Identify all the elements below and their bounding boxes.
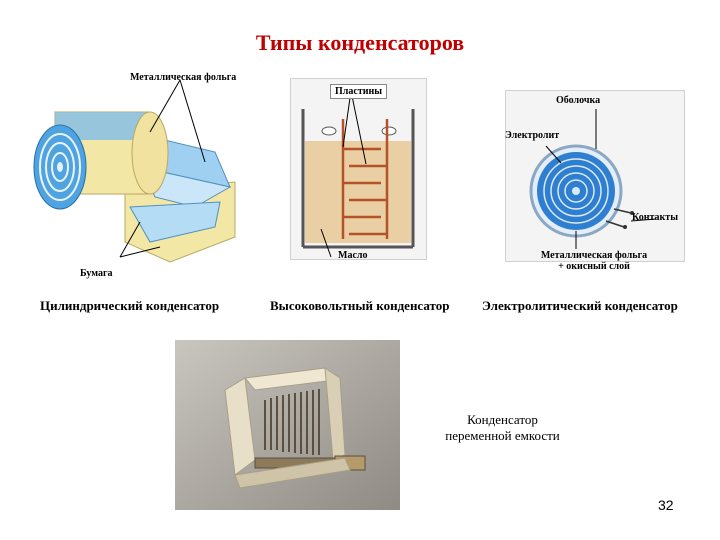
caption-high-voltage-capacitor: Высоковольтный конденсатор: [270, 298, 450, 313]
variable-capacitor-photo: [175, 340, 400, 510]
cylindrical-capacitor-figure: [20, 72, 250, 282]
caption-variable-capacitor: Конденсатор переменной емкости: [420, 412, 585, 444]
label-foil-oxide-line2: + окисный слой: [558, 261, 630, 272]
caption-electrolytic-capacitor: Электролитический конденсатор: [482, 298, 678, 313]
label-contacts: Контакты: [632, 212, 679, 223]
label-shell: Оболочка: [556, 95, 601, 106]
variable-capacitor-illustration: [175, 340, 400, 510]
page-title: Типы конденсаторов: [255, 30, 465, 55]
page-number: 32: [658, 497, 674, 513]
caption-variable-line1: Конденсатор: [467, 412, 538, 427]
electrolytic-capacitor-figure: [505, 90, 685, 262]
label-paper: Бумага: [80, 268, 113, 279]
caption-variable-line2: переменной емкости: [445, 428, 560, 443]
high-voltage-capacitor-illustration: [301, 90, 415, 258]
label-electrolyte: Электролит: [505, 130, 560, 141]
high-voltage-capacitor-figure: [290, 78, 427, 260]
label-plates: Пластины: [330, 84, 388, 99]
caption-cylindrical-capacitor: Цилиндрический конденсатор: [40, 298, 220, 313]
electrolytic-capacitor-illustration: [529, 109, 657, 249]
label-foil-oxide: Металлическая фольга + окисный слой: [505, 250, 683, 272]
label-oil: Масло: [338, 250, 368, 261]
cylindrical-capacitor-illustration: [33, 79, 236, 263]
label-metal-foil: Металлическая фольга: [130, 72, 237, 83]
label-foil-oxide-line1: Металлическая фольга: [540, 250, 648, 261]
